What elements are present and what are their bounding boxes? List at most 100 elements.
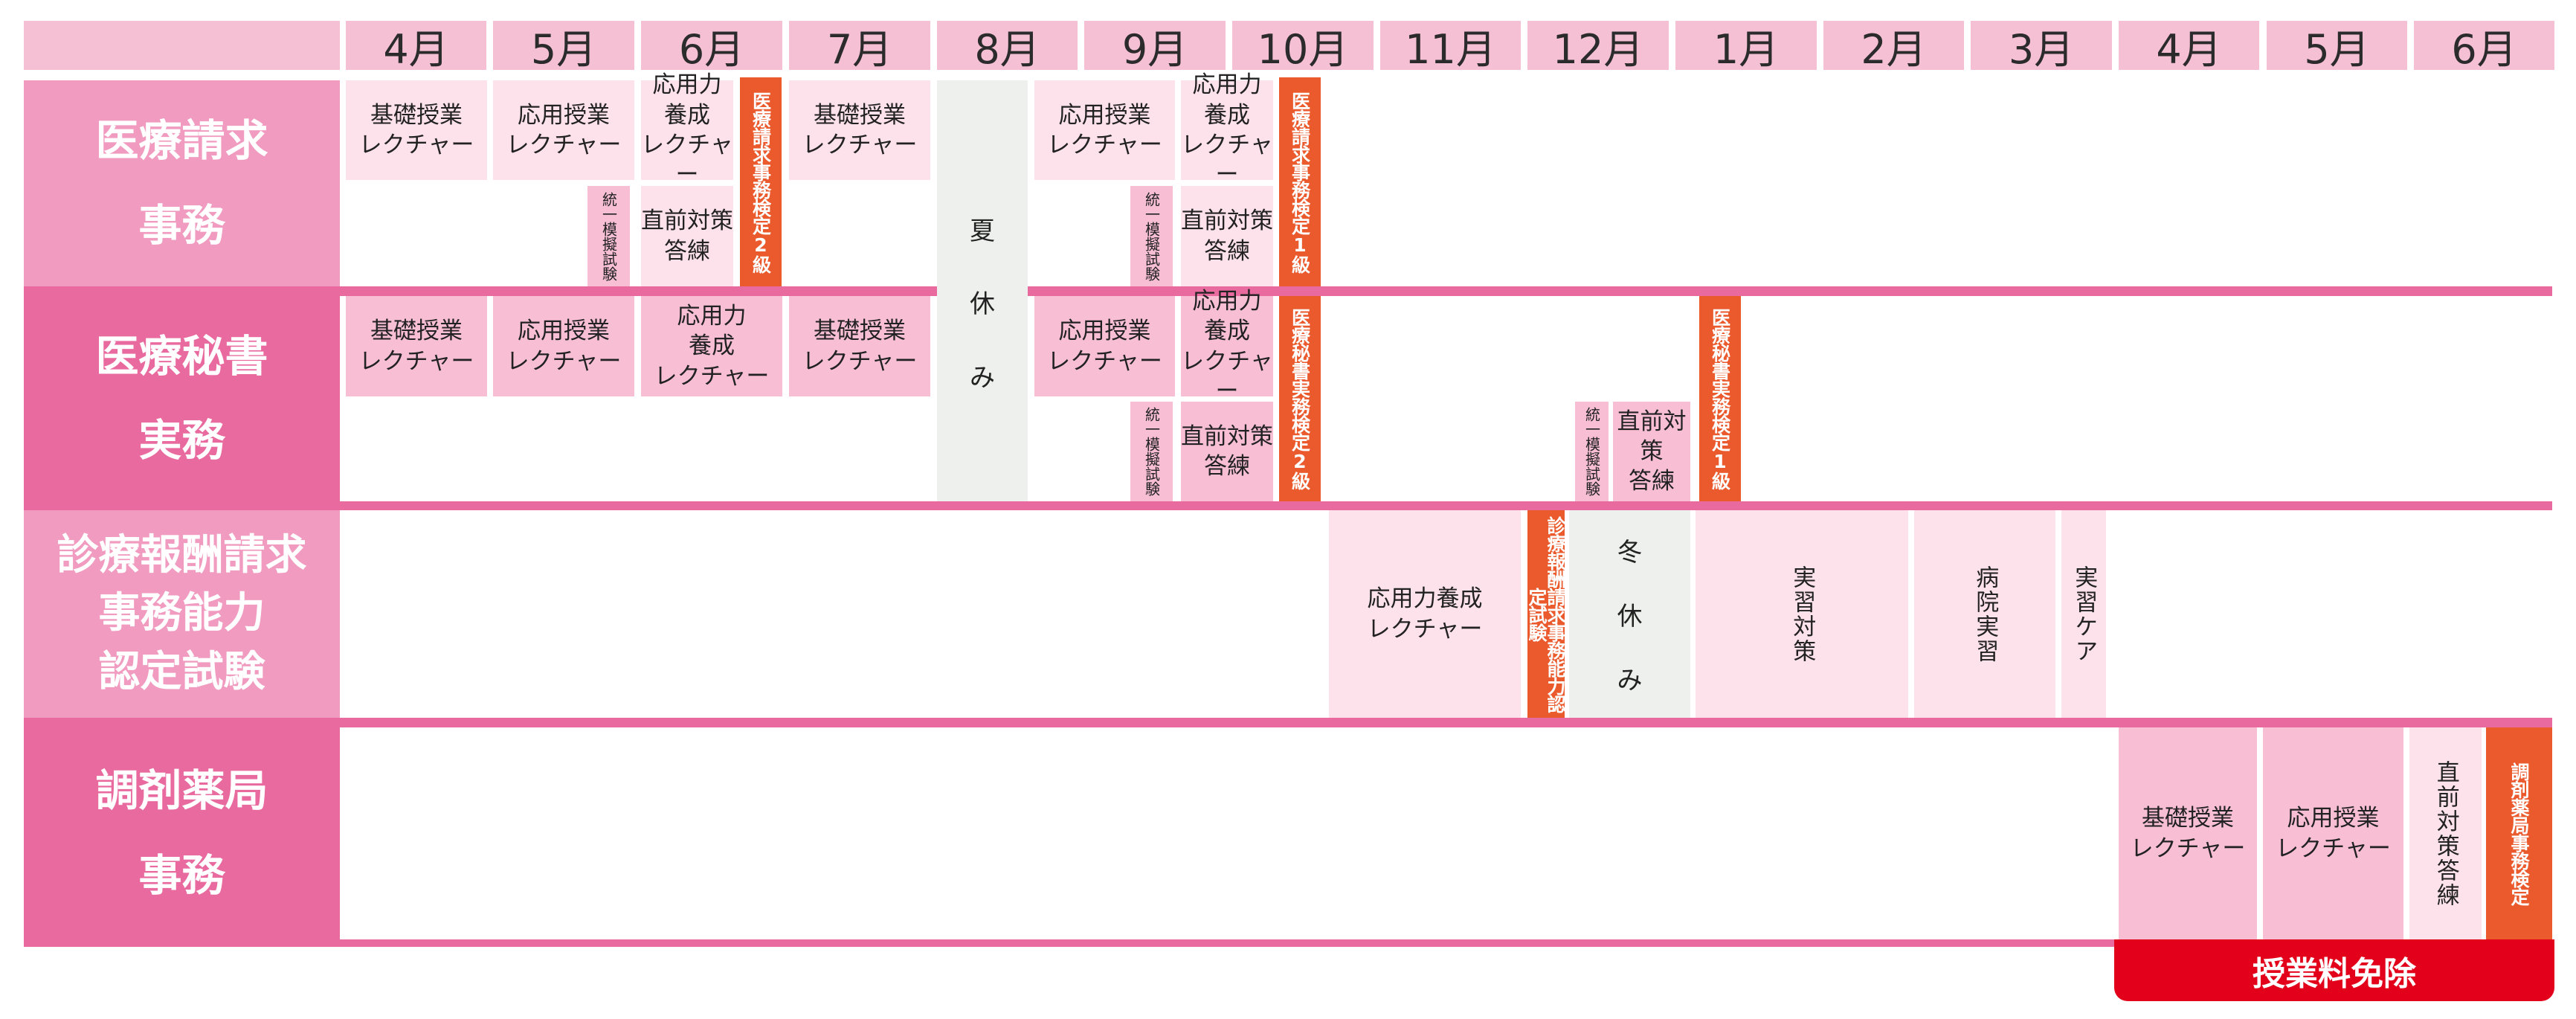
text-line: 応用力 (1192, 287, 1262, 315)
exam-shinryo: 診療報酬請求事務能力認定試験 (1526, 510, 1566, 718)
text-line: 直前対策 (1181, 422, 1273, 450)
row-separator (24, 939, 2552, 947)
text-line: 応用授業 (1058, 318, 1151, 345)
final-practice: 直前対策答練 (1181, 186, 1273, 286)
text-line: み (1617, 666, 1643, 696)
text-line: レクチャー (358, 347, 474, 375)
month-header: 9月 (1084, 21, 1226, 73)
practical-care: 実習ケア (2061, 510, 2106, 718)
row-separator (24, 501, 2552, 510)
month-header: 4月 (2119, 21, 2259, 73)
text-line: 実務 (138, 415, 225, 466)
row-separator (24, 286, 2552, 296)
text-line: レクチャー (1047, 132, 1162, 158)
applied-lecture: 応用授業レクチャー (493, 296, 634, 396)
text-line: 応用力養成 (1367, 585, 1483, 613)
text-line: 答練 (664, 237, 710, 265)
month-header: 3月 (1971, 21, 2112, 73)
mock-exam: 統一模擬試験 (1575, 402, 1609, 501)
text-line: 休 (970, 289, 995, 320)
text-line: 事務 (138, 849, 225, 901)
applied-lecture: 応用授業レクチャー (2263, 727, 2403, 939)
month-header: 4月 (346, 21, 486, 73)
text-line: レクチャー (1367, 615, 1483, 643)
header-corner (24, 21, 340, 70)
applied-lecture: 応用授業レクチャー (1034, 80, 1175, 180)
basic-lecture: 基礎授業レクチャー (346, 80, 487, 180)
text-line: レクチャー (641, 132, 733, 189)
text-line: 事務能力 (98, 589, 265, 638)
text-line: 基礎授業 (814, 101, 906, 129)
text-line: 答練 (1629, 468, 1675, 495)
text-line: 事務 (138, 199, 225, 251)
text-line: 養成 (664, 101, 710, 129)
final-practice: 直前対策答練 (1181, 402, 1273, 501)
text-line: 応用授業 (518, 101, 610, 129)
tuition-waiver-banner: 授業料免除 (2114, 939, 2554, 1001)
text-line: み (970, 363, 995, 393)
text-line: 応用力 (1192, 71, 1262, 99)
text-line: 養成 (1204, 318, 1250, 345)
exam-hisho-2: 医療秘書実務検定2級 (1279, 296, 1321, 501)
practical-prep: 実習対策 (1696, 510, 1908, 718)
exam-seikyu-2: 医療請求事務検定2級 (740, 77, 782, 286)
category-label-iryo_hisho: 医療秘書実務 (24, 296, 340, 501)
text-line: 医療請求 (95, 115, 268, 167)
final-practice: 直前対策答練 (1613, 402, 1690, 501)
mock-exam: 統一模擬試験 (1130, 402, 1173, 501)
category-label-shinryo: 診療報酬請求事務能力認定試験 (24, 510, 340, 718)
text-line: 応用授業 (1058, 101, 1151, 129)
text-line: 養成 (689, 332, 735, 360)
basic-lecture: 基礎授業レクチャー (789, 296, 930, 396)
applied-power-lecture: 応用力養成レクチャー (1181, 71, 1273, 188)
row-separator (24, 718, 2552, 727)
text-line: 直前対策 (641, 208, 733, 235)
text-line: 基礎授業 (370, 318, 463, 345)
applied-lecture: 応用授業レクチャー (1034, 296, 1175, 396)
text-line: レクチャー (1181, 132, 1273, 189)
text-line: レクチャー (2130, 835, 2246, 862)
exam-hisho-1: 医療秘書実務検定1級 (1699, 296, 1741, 501)
month-header: 8月 (937, 21, 1078, 73)
category-label-iryo_seikyu: 医療請求事務 (24, 80, 340, 286)
text-line: 応用授業 (2287, 805, 2380, 832)
final-practice-vertical: 直前対策答練 (2409, 727, 2482, 939)
month-header: 2月 (1823, 21, 1964, 73)
text-line: 答練 (1204, 237, 1250, 265)
text-line: 基礎授業 (814, 318, 906, 345)
text-line: 応用授業 (518, 318, 610, 345)
hospital-practice: 病院実習 (1914, 510, 2055, 718)
month-header: 6月 (641, 21, 782, 73)
text-line: 冬 (1617, 537, 1643, 568)
applied-power-lecture: 応用力養成レクチャー (641, 296, 782, 396)
text-line: 直前対策 (1181, 208, 1273, 235)
applied-power-lecture: 応用力養成レクチャー (1181, 288, 1273, 405)
exam-seikyu-1: 医療請求事務検定1級 (1279, 77, 1321, 286)
month-header: 5月 (2267, 21, 2407, 73)
text-line: レクチャー (2276, 835, 2391, 862)
text-line: 調剤薬局 (95, 765, 268, 817)
applied-lecture: 応用授業レクチャー (493, 80, 634, 180)
basic-lecture: 基礎授業レクチャー (2119, 727, 2257, 939)
applied-power-lecture: 応用力養成レクチャー (1329, 510, 1521, 718)
text-line: 直前対策 (1617, 408, 1687, 465)
exam-chozai: 調剤薬局事務検定 (2486, 727, 2552, 939)
text-line: レクチャー (802, 132, 918, 158)
text-line: 医療秘書 (95, 330, 268, 382)
basic-lecture: 基礎授業レクチャー (346, 296, 487, 396)
month-header: 7月 (789, 21, 930, 73)
text-line: レクチャー (802, 347, 918, 375)
text-line: 応用力 (677, 303, 747, 330)
mock-exam: 統一模擬試験 (587, 186, 630, 286)
text-line: 認定試験 (98, 647, 265, 696)
text-line: 診療報酬請求 (57, 530, 307, 579)
text-line: 休 (1617, 601, 1643, 631)
text-line: 基礎授業 (370, 101, 463, 129)
winter-break: 冬休み (1569, 510, 1690, 718)
text-line: レクチャー (506, 347, 622, 375)
text-line: 養成 (1204, 101, 1250, 129)
text-line: 答練 (1204, 453, 1250, 480)
text-line: 夏 (970, 216, 995, 246)
basic-lecture: 基礎授業レクチャー (789, 80, 930, 180)
